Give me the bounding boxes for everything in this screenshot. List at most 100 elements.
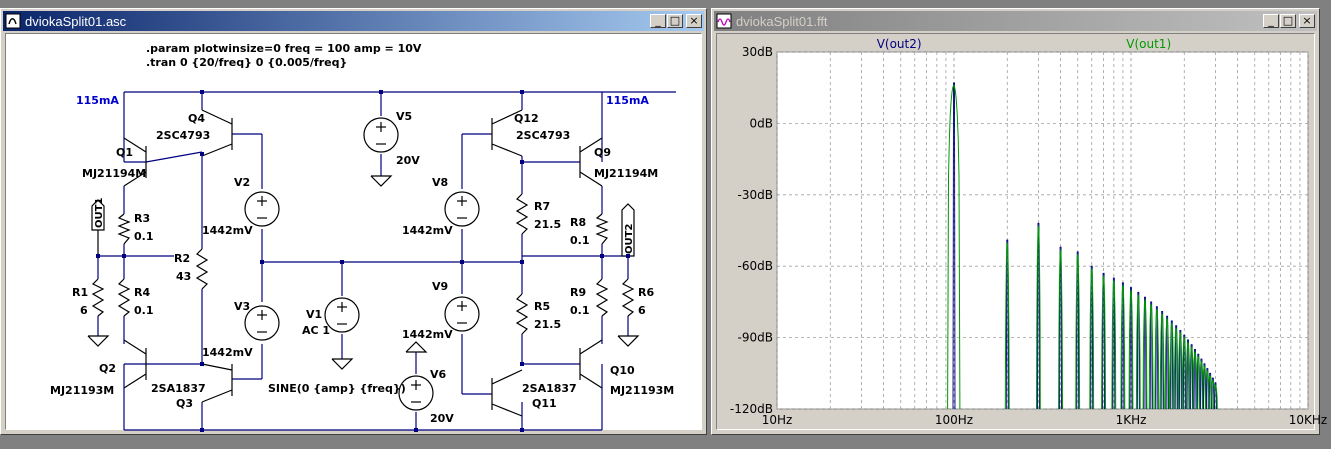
close-button[interactable]: × — [1299, 14, 1315, 28]
v9-label: V9 — [432, 280, 448, 293]
harmonic-peak — [1075, 251, 1081, 410]
r3-label: R3 — [134, 212, 150, 225]
harmonic-peak — [1189, 344, 1194, 410]
trace-out2-peak — [1196, 353, 1200, 410]
sine-source-label: SINE(0 {amp} {freq}) — [268, 382, 406, 395]
right-current-label: 115mA — [606, 94, 649, 107]
trace-out1-peak — [1120, 285, 1126, 410]
trace-out2-peak — [1112, 277, 1116, 410]
v5-label: V5 — [396, 110, 412, 123]
r9-value: 0.1 — [570, 304, 590, 317]
plot-background[interactable] — [776, 51, 1309, 410]
q12-model: 2SC4793 — [516, 129, 570, 142]
trace-out1-peak — [1185, 340, 1191, 410]
r3-value: 0.1 — [134, 230, 154, 243]
schematic-window-title: dviokaSplit01.asc — [25, 13, 127, 29]
trace-out1-peak — [1111, 280, 1117, 410]
trace-out1-peak — [947, 84, 961, 410]
harmonic-peak — [1213, 382, 1218, 410]
trace-out2-peak — [1076, 251, 1080, 410]
r4-value: 0.1 — [134, 304, 154, 317]
harmonic-peak — [1159, 310, 1165, 410]
trace-out1-peak — [1142, 299, 1148, 410]
tran-directive: .tran 0 {20/freq} 0 {0.005/freq} — [146, 56, 347, 69]
harmonic-peak — [1058, 246, 1063, 410]
trace-out2-peak — [1193, 349, 1197, 410]
trace-out2-peak — [1182, 334, 1186, 410]
r5-value: 21.5 — [534, 318, 561, 331]
harmonic-peak — [1128, 287, 1134, 410]
maximize-button[interactable]: □ — [1280, 14, 1296, 28]
v2-label: V2 — [234, 176, 250, 189]
harmonic-peak — [1036, 222, 1041, 410]
trace-out1-peak — [1195, 355, 1201, 410]
v9-value: 1442mV — [402, 328, 453, 341]
trace-out2-peak — [1199, 358, 1203, 410]
r2-value: 43 — [176, 270, 191, 283]
trace-out1-peak — [1199, 360, 1204, 410]
y-tick-label: -90dB — [738, 331, 773, 345]
schematic-drawing: .param plotwinsize=0 freq = 100 amp = 10… — [50, 42, 676, 432]
trace-out1-peak — [1101, 275, 1106, 410]
y-tick-label: 30dB — [742, 45, 773, 59]
waveform-icon — [716, 13, 732, 29]
trace-out2-peak — [1211, 377, 1215, 410]
harmonic-peak — [1120, 282, 1126, 410]
legend-entry-out1[interactable]: V(out1) — [1126, 37, 1171, 51]
q11-label: Q11 — [532, 397, 557, 410]
r6-label: R6 — [638, 286, 654, 299]
schematic-window[interactable]: dviokaSplit01.asc _ □ × — [0, 8, 707, 435]
trace-out1-peak — [1036, 225, 1041, 410]
trace-out2-peak — [1160, 310, 1164, 410]
r8-value: 0.1 — [570, 234, 590, 247]
legend-entry-out2[interactable]: V(out2) — [877, 37, 922, 51]
q1-label: Q1 — [116, 146, 133, 159]
harmonic-peak — [1154, 306, 1160, 410]
q10-label: Q10 — [610, 364, 635, 377]
maximize-button[interactable]: □ — [667, 14, 683, 28]
schematic-canvas[interactable]: .param plotwinsize=0 freq = 100 amp = 10… — [5, 33, 702, 432]
harmonic-peak — [1185, 339, 1191, 410]
minimize-button[interactable]: _ — [1263, 14, 1279, 28]
v1-label: V1 — [306, 308, 322, 321]
trace-out1-peak — [1173, 327, 1179, 410]
r8-label: R8 — [570, 216, 586, 229]
x-tick-label: 1KHz — [1116, 413, 1147, 427]
v6-label: V6 — [430, 368, 447, 381]
v8-value: 1442mV — [402, 224, 453, 237]
out2-flag-label: OUT2 — [624, 224, 635, 254]
fft-titlebar[interactable]: dviokaSplit01.fft _ □ × — [714, 11, 1317, 31]
r7-label: R7 — [534, 200, 550, 213]
q4-label: Q4 — [188, 112, 205, 125]
trace-out1-peak — [1213, 384, 1218, 410]
trace-out2-peak — [1174, 325, 1178, 410]
minimize-button[interactable]: _ — [650, 14, 666, 28]
trace-out2-peak — [1170, 320, 1174, 410]
r6-value: 6 — [638, 304, 646, 317]
trace-out2-peak — [1136, 291, 1140, 410]
trace-out1-peak — [1148, 304, 1154, 410]
schematic-titlebar[interactable]: dviokaSplit01.asc _ □ × — [3, 11, 704, 31]
trace-out1-peak — [1004, 242, 1010, 410]
q4-model: 2SC4793 — [156, 129, 210, 142]
close-button[interactable]: × — [686, 14, 702, 28]
y-tick-label: -30dB — [738, 188, 773, 202]
left-current-label: 115mA — [76, 94, 119, 107]
x-tick-label: 10Hz — [762, 413, 793, 427]
q9-model: MJ21194M — [594, 167, 658, 180]
trace-out1-peak — [1189, 345, 1194, 410]
q1-model: MJ21194M — [82, 167, 146, 180]
harmonic-peak — [1111, 277, 1117, 410]
trace-out2-peak — [1178, 330, 1182, 410]
q2-model: MJ21193M — [50, 384, 114, 397]
param-directive: .param plotwinsize=0 freq = 100 amp = 10… — [146, 42, 422, 55]
harmonic-peak — [1164, 315, 1170, 410]
trace-out1-peak — [1192, 350, 1198, 410]
y-tick-label: -120dB — [730, 402, 773, 416]
trace-out2-peak — [952, 82, 956, 410]
trace-out1-peak — [1128, 289, 1134, 410]
q12-label: Q12 — [514, 112, 539, 125]
fft-window-title: dviokaSplit01.fft — [736, 13, 828, 29]
